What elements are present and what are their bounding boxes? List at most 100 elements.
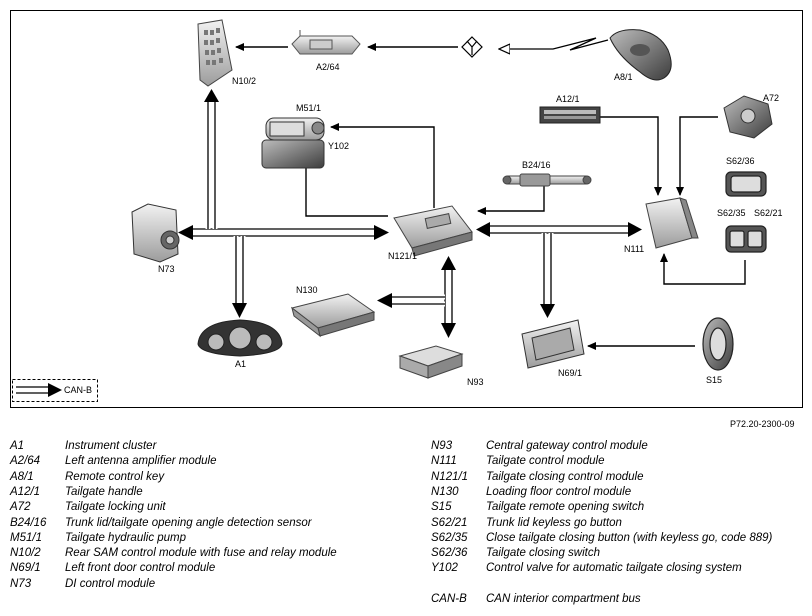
legend-code: N111	[431, 455, 457, 468]
legend-row: CAN-B CAN interior compartment bus	[431, 592, 809, 607]
legend-description: Close tailgate closing button (with keyl…	[486, 531, 773, 544]
legend-row: N121/1 Tailgate closing control module	[431, 470, 809, 485]
legend-code: A2/64	[10, 455, 41, 468]
legend-code: S62/21	[431, 516, 468, 529]
antenna-amplifier-a2-64	[291, 30, 361, 55]
label-a8-1: A8/1	[614, 72, 633, 82]
legend-description: Tailgate closing control module	[486, 470, 644, 483]
legend-row: S15 Tailgate remote opening switch	[431, 500, 809, 515]
remote-opening-switch-s15	[702, 317, 734, 371]
legend-description: Tailgate control module	[486, 455, 605, 468]
label-a1: A1	[235, 359, 247, 369]
legend-code: Y102	[431, 562, 458, 575]
rear-sam-n10-2	[197, 19, 233, 87]
legend-row: A2/64 Left antenna amplifier module	[10, 454, 420, 469]
legend-description: Rear SAM control module with fuse and re…	[65, 547, 337, 560]
legend-row: A1 Instrument cluster	[10, 439, 420, 454]
label-s62-35: S62/35	[717, 208, 746, 218]
legend-code: A72	[10, 501, 31, 514]
legend-code: N73	[10, 577, 32, 590]
loading-floor-n130	[290, 293, 376, 338]
instrument-cluster-a1	[197, 319, 283, 357]
central-gateway-n93	[398, 345, 464, 379]
door-control-n69-1	[521, 319, 585, 369]
antenna-icon	[461, 36, 483, 58]
closing-control-n121-1	[393, 205, 473, 257]
label-n10-2: N10/2	[232, 76, 257, 86]
label-s62-21: S62/21	[754, 208, 783, 218]
label-y102: Y102	[328, 141, 350, 151]
hydraulic-pump-m51-1	[261, 117, 325, 169]
legend-row: N93 Central gateway control module	[431, 439, 809, 454]
legend-row: N10/2 Rear SAM control module with fuse a…	[10, 546, 420, 561]
legend-row: S62/36 Tailgate closing switch	[431, 546, 809, 561]
legend-description: Central gateway control module	[486, 440, 648, 452]
signal-lines	[235, 43, 746, 350]
legend-code: A12/1	[10, 485, 41, 498]
label-n73: N73	[158, 264, 175, 274]
buttons-s62-35-s62-21	[725, 225, 767, 253]
legend-description: Tailgate remote opening switch	[486, 501, 645, 514]
radio-link	[500, 37, 609, 50]
legend-description: Tailgate closing switch	[486, 547, 600, 560]
angle-sensor-b24-16	[502, 173, 592, 187]
legend-description: CAN interior compartment bus	[486, 593, 641, 605]
can-b-key-label: CAN-B	[64, 385, 93, 395]
closing-switch-s62-36	[725, 171, 767, 197]
legend-row: N111 Tailgate control module	[431, 454, 809, 469]
can-b-key	[12, 379, 98, 402]
legend-description: Instrument cluster	[65, 440, 157, 452]
legend-code: S62/36	[431, 547, 468, 560]
label-s15: S15	[706, 375, 723, 385]
legend-row: N69/1 Left front door control module	[10, 561, 420, 576]
tailgate-handle-a12-1	[539, 106, 601, 124]
can-b-bus	[178, 89, 642, 338]
legend-code: N93	[431, 440, 453, 452]
label-n130: N130	[296, 285, 318, 295]
legend-code: A1	[10, 440, 25, 452]
legend-description: Tailgate hydraulic pump	[65, 531, 187, 544]
legend-code: N121/1	[431, 470, 469, 483]
legend-code: S62/35	[431, 531, 468, 544]
legend-row: A72 Tailgate locking unit	[10, 500, 420, 515]
remote-key-a8-1	[609, 29, 672, 81]
figure-reference: P72.20-2300-09	[730, 419, 795, 429]
legend-description: Left antenna amplifier module	[65, 455, 217, 468]
label-a72: A72	[763, 93, 780, 103]
legend-description: Loading floor control module	[486, 485, 632, 498]
legend-description: Tailgate locking unit	[65, 501, 166, 514]
legend-row	[431, 577, 809, 592]
label-n93: N93	[467, 377, 484, 387]
legend-code: CAN-B	[431, 593, 467, 605]
legend-description: DI control module	[65, 577, 156, 590]
legend-row: S62/35 Close tailgate closing button (wit…	[431, 531, 809, 546]
legend-description: Trunk lid keyless go button	[486, 516, 622, 529]
legend-code: N69/1	[10, 562, 41, 575]
label-n69-1: N69/1	[558, 368, 583, 378]
legend-code: S15	[431, 501, 452, 514]
label-n111: N111	[624, 244, 645, 254]
legend-row: S62/21 Trunk lid keyless go button	[431, 516, 809, 531]
legend-description: Left front door control module	[65, 562, 216, 575]
label-n121-1: N121/1	[388, 251, 418, 261]
tailgate-control-n111	[645, 197, 699, 249]
di-control-n73	[131, 203, 180, 263]
label-b24-16: B24/16	[522, 160, 551, 170]
label-a12-1: A12/1	[556, 94, 580, 104]
legend-description: Trunk lid/tailgate opening angle detecti…	[65, 516, 312, 529]
legend-description: Tailgate handle	[65, 485, 143, 498]
label-s62-36: S62/36	[726, 156, 755, 166]
legend-row: N73 DI control module	[10, 577, 420, 592]
legend-code: N10/2	[10, 547, 41, 560]
locking-unit-a72	[723, 95, 773, 139]
diagram-frame	[10, 10, 803, 408]
legend-code: A8/1	[10, 470, 34, 483]
